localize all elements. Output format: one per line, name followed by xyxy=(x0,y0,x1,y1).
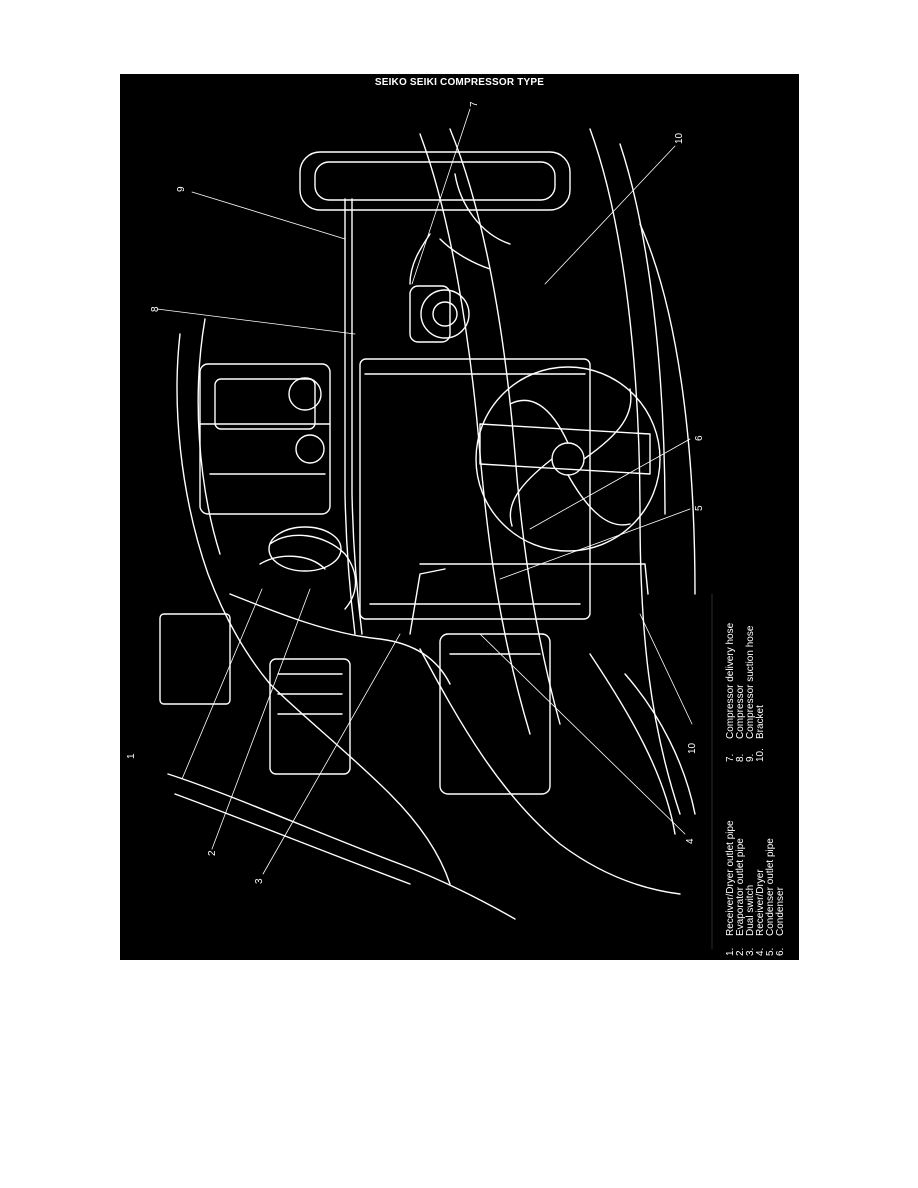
legend-label: Receiver/Dryer xyxy=(755,869,766,936)
legend-label: Compressor xyxy=(735,684,746,739)
callout-leader-lines xyxy=(156,108,693,875)
legend-num: 4. xyxy=(755,948,766,956)
hood-lower-contour xyxy=(419,648,696,895)
callout-labels: 1 2 3 4 5 6 7 8 9 10 10 xyxy=(126,101,705,884)
callout-4: 4 xyxy=(685,838,696,844)
legend-label: Receiver/Dryer outlet pipe xyxy=(725,820,736,936)
cooling-fan xyxy=(475,366,661,552)
callout-7: 7 xyxy=(469,101,480,107)
legend-label: Condenser xyxy=(775,886,786,936)
callout-10-top: 10 xyxy=(674,132,685,144)
callout-9: 9 xyxy=(176,186,187,192)
callout-6: 6 xyxy=(694,435,705,441)
legend-num: 9. xyxy=(745,754,756,762)
callout-10-bottom: 10 xyxy=(687,742,698,754)
refrigerant-pipes xyxy=(229,198,649,685)
legend-label: Compressor delivery hose xyxy=(725,622,736,739)
legend-num: 8. xyxy=(735,754,746,762)
radiator-core xyxy=(359,358,591,620)
diagram-title: SEIKO SEIKI COMPRESSOR TYPE xyxy=(374,77,545,88)
legend-num: 10. xyxy=(755,748,766,762)
battery-box xyxy=(159,613,351,775)
engine-block xyxy=(199,363,331,515)
legend-label: Condenser outlet pipe xyxy=(765,838,776,936)
legend-num: 2. xyxy=(735,948,746,956)
legend-num: 1. xyxy=(725,948,736,956)
condenser xyxy=(439,633,551,795)
compressor xyxy=(409,285,470,343)
legend-label: Evaporator outlet pipe xyxy=(735,838,746,936)
legend-left-column: 1. Receiver/Dryer outlet pipe 2. Evapora… xyxy=(725,820,786,956)
diagram-panel: SEIKO SEIKI COMPRESSOR TYPE xyxy=(120,74,799,960)
callout-5: 5 xyxy=(694,505,705,511)
callout-8: 8 xyxy=(150,306,161,312)
legend-num: 7. xyxy=(725,754,736,762)
legend-label: Compressor suction hose xyxy=(745,625,756,739)
legend-label: Dual switch xyxy=(745,885,756,936)
legend-label: Bracket xyxy=(755,705,766,739)
legend-right-column: 7. Compressor delivery hose 8. Compresso… xyxy=(725,622,766,762)
air-intake-duct xyxy=(259,526,357,610)
legend-num: 6. xyxy=(775,948,786,956)
front-crossmember xyxy=(299,151,571,245)
callout-1: 1 xyxy=(126,753,137,759)
callout-3: 3 xyxy=(254,878,265,884)
engine-bay-illustration: 1 2 3 4 5 6 7 8 9 10 10 1. Receiver/Drye… xyxy=(126,101,786,956)
legend-num: 3. xyxy=(745,948,756,956)
legend-num: 5. xyxy=(765,948,776,956)
callout-2: 2 xyxy=(207,850,218,856)
left-fender-outline xyxy=(167,318,516,920)
legend: 1. Receiver/Dryer outlet pipe 2. Evapora… xyxy=(725,622,786,956)
